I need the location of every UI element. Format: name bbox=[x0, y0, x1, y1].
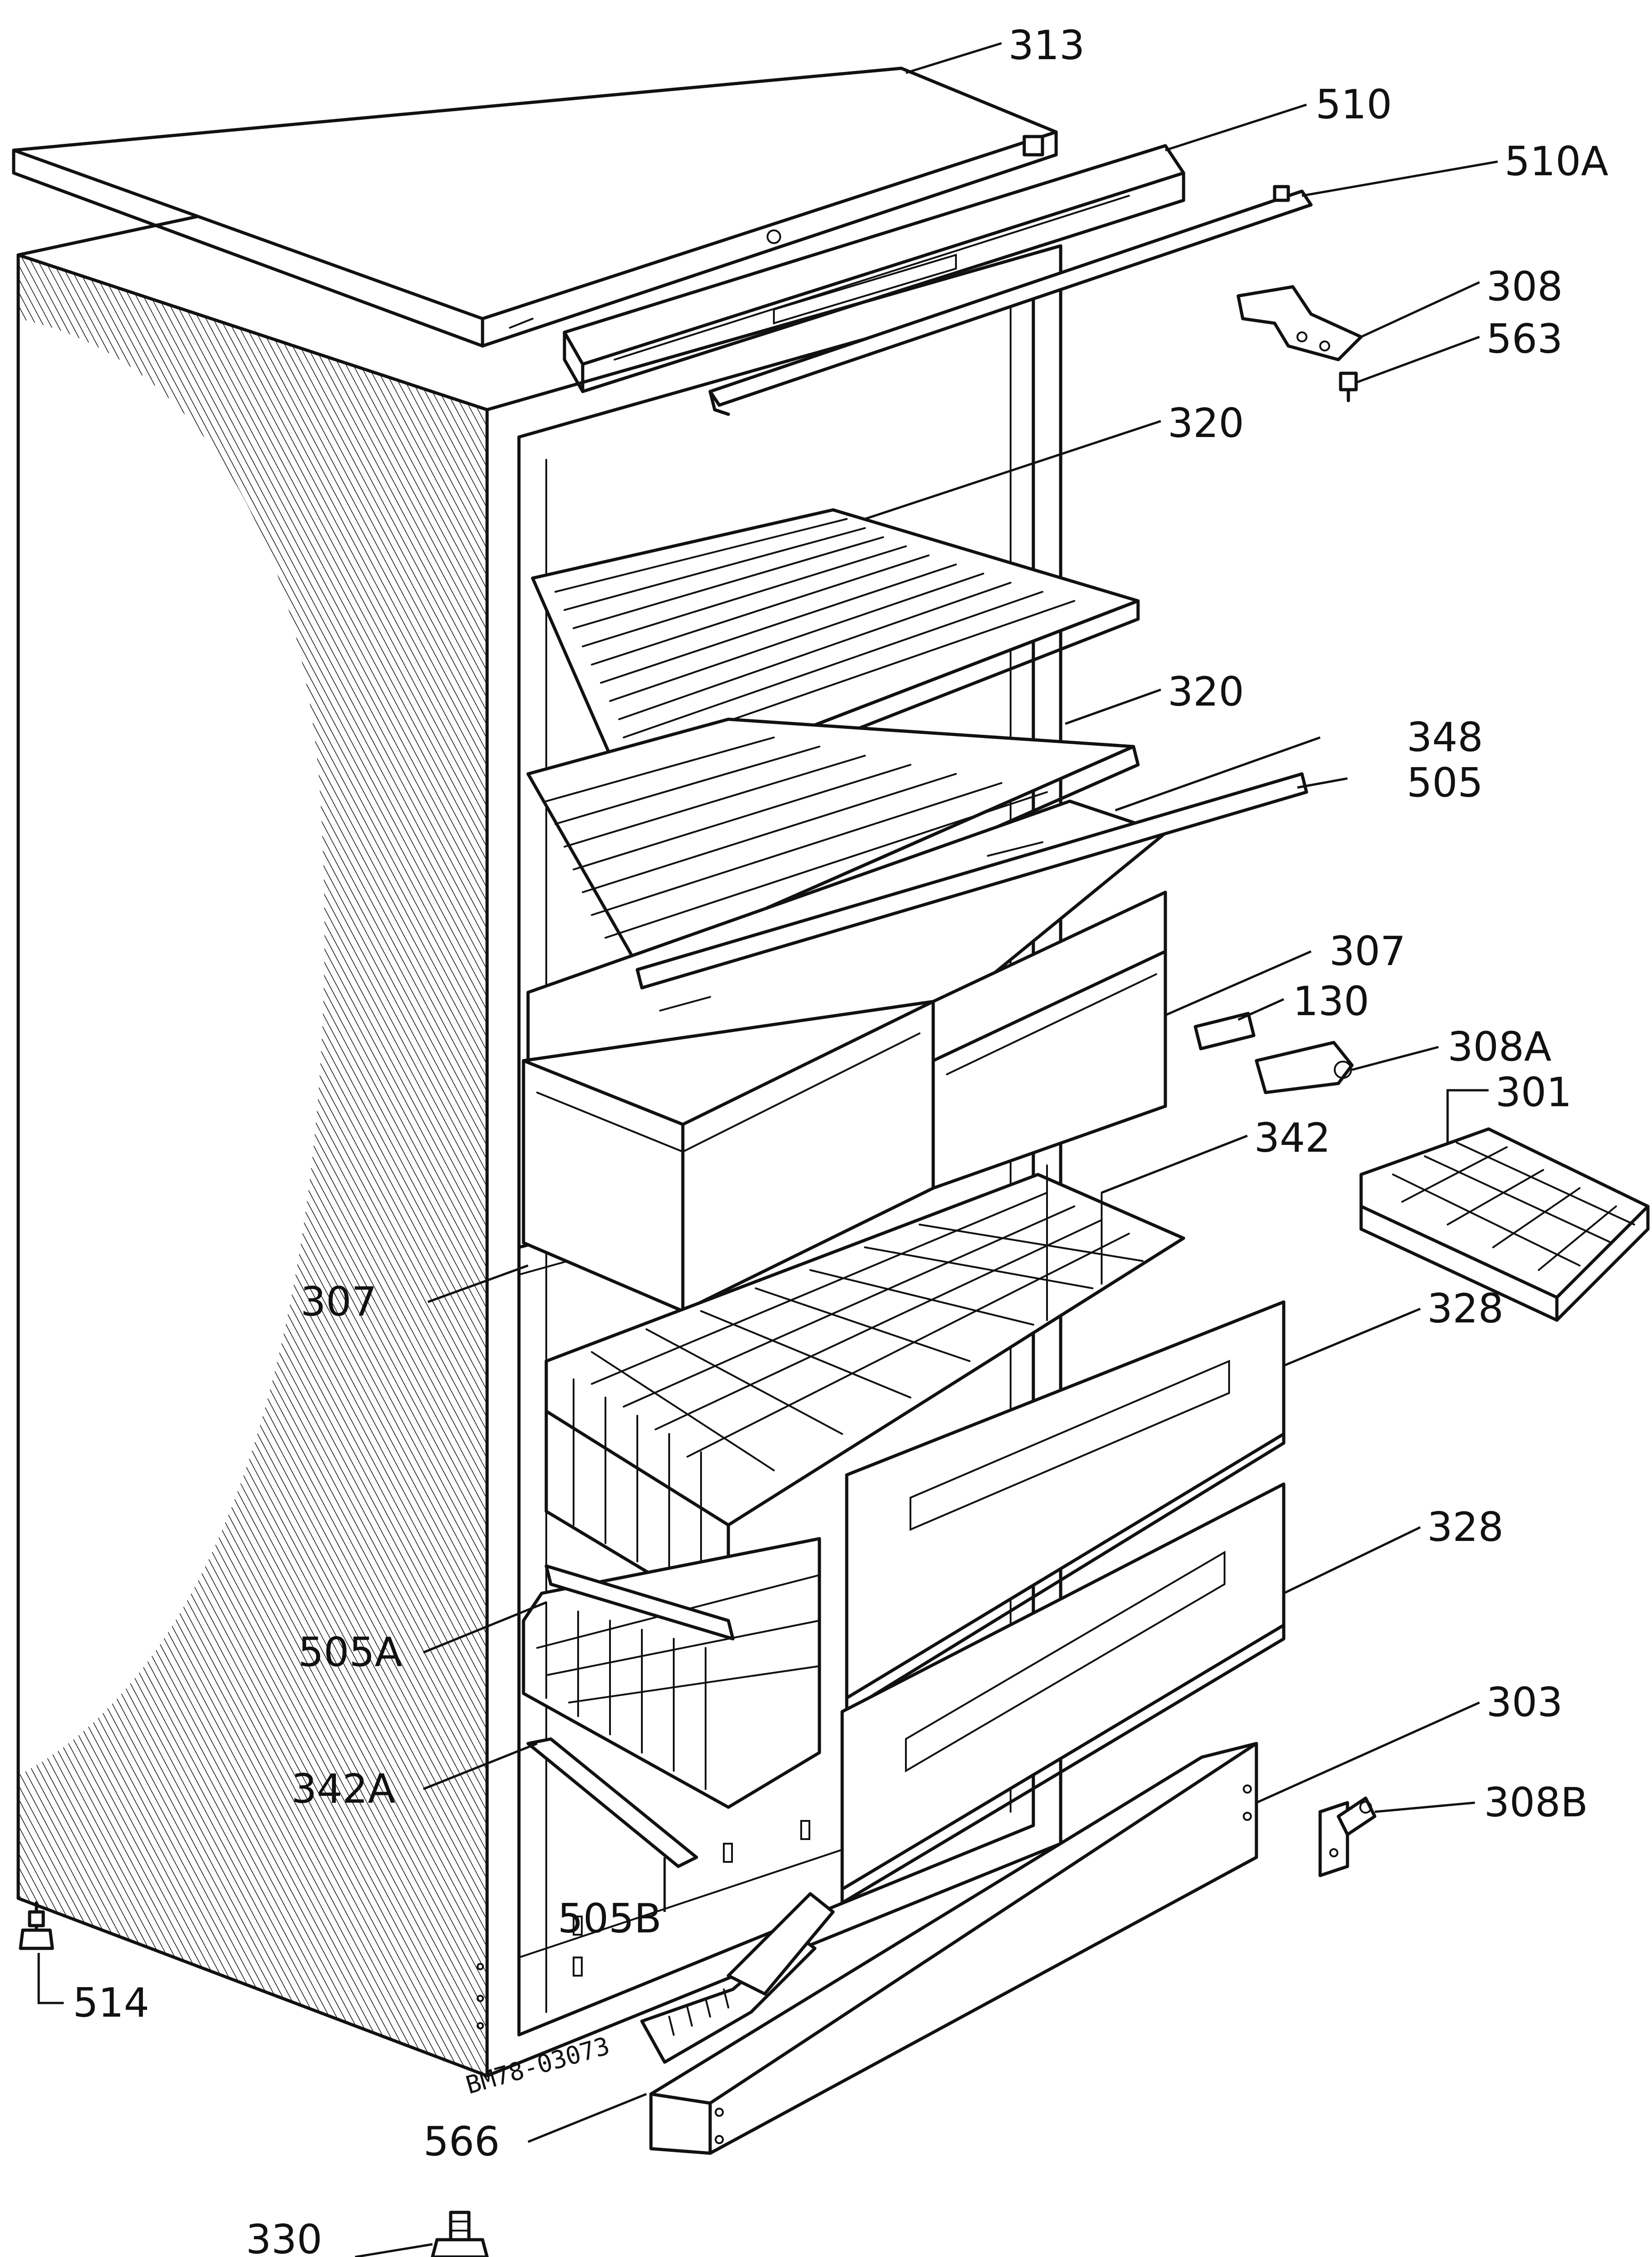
label-320-mid: 320 bbox=[1168, 668, 1244, 715]
label-566: 566 bbox=[423, 2118, 500, 2165]
label-348: 348 bbox=[1407, 714, 1483, 761]
part-308b-hinge bbox=[1318, 1796, 1377, 1877]
part-505-shelf-trim bbox=[635, 772, 1308, 990]
label-308b: 308B bbox=[1484, 1779, 1588, 1826]
leader-lines bbox=[37, 42, 1498, 2257]
part-330-adjustable-foot bbox=[431, 2211, 489, 2257]
label-301: 301 bbox=[1495, 1069, 1572, 1116]
part-307-right-drawer bbox=[931, 890, 1167, 1190]
label-510: 510 bbox=[1316, 81, 1392, 128]
label-505: 505 bbox=[1407, 759, 1483, 806]
label-505b: 505B bbox=[558, 1895, 661, 1942]
part-328-lower-drawer-front bbox=[840, 1482, 1286, 1905]
part-303-kick-plate bbox=[649, 1742, 1258, 2155]
label-330: 330 bbox=[246, 2216, 322, 2257]
label-328-bottom: 328 bbox=[1427, 1504, 1504, 1550]
part-labels: 313 510 510A 308 563 320 320 348 505 307… bbox=[73, 22, 1608, 2257]
label-308a: 308A bbox=[1448, 1023, 1551, 1070]
label-328-top: 328 bbox=[1427, 1285, 1504, 1332]
label-342a: 342A bbox=[291, 1765, 395, 1812]
label-342: 342 bbox=[1254, 1114, 1331, 1161]
label-308: 308 bbox=[1486, 263, 1563, 310]
label-130: 130 bbox=[1293, 978, 1369, 1025]
label-505a: 505A bbox=[298, 1629, 402, 1676]
part-342-upper-basket bbox=[544, 1164, 1185, 1622]
part-313-top-cover bbox=[12, 66, 1058, 348]
part-301-ice-tray bbox=[1359, 1127, 1650, 1322]
part-130-bracket bbox=[1194, 1012, 1256, 1051]
label-514: 514 bbox=[73, 1979, 149, 2026]
part-307-left-drawer bbox=[522, 1000, 935, 1313]
part-510a-rail bbox=[708, 185, 1313, 416]
label-563: 563 bbox=[1486, 315, 1563, 362]
part-505b-rail bbox=[526, 1737, 698, 1868]
label-313: 313 bbox=[1008, 22, 1085, 69]
part-566-ice-scraper bbox=[640, 1892, 835, 2064]
label-303: 303 bbox=[1486, 1679, 1563, 1726]
part-328-upper-drawer-front bbox=[845, 1300, 1286, 1713]
label-307-left: 307 bbox=[300, 1278, 377, 1325]
part-510-control-panel bbox=[563, 144, 1185, 393]
label-320-top: 320 bbox=[1168, 400, 1244, 447]
part-514-adjustable-foot bbox=[19, 1901, 54, 1950]
label-307-right: 307 bbox=[1329, 928, 1406, 975]
label-510a: 510A bbox=[1505, 138, 1608, 185]
part-563-screw bbox=[1339, 371, 1358, 402]
part-308-hinge bbox=[1236, 285, 1363, 361]
part-505a-basket-trim bbox=[544, 1564, 735, 1641]
part-308a-hinge bbox=[1255, 1041, 1354, 1094]
part-342a-lower-basket bbox=[522, 1537, 821, 1809]
